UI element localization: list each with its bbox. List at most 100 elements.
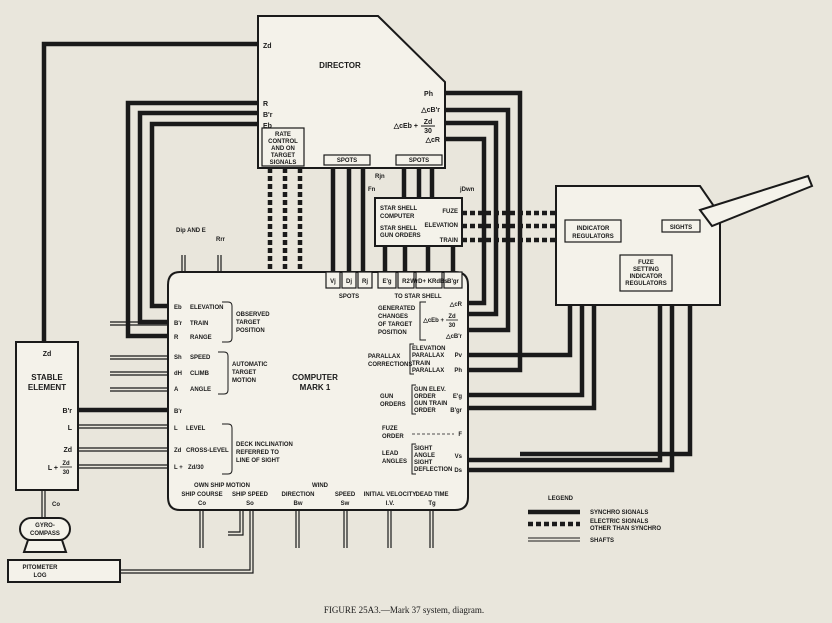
label-computer-f: F [458, 432, 462, 438]
label-director-rate_box-1: CONTROL [268, 139, 298, 145]
label-computer-observed-0: OBSERVED [236, 312, 270, 318]
label-star_shell-title-1: COMPUTER [380, 214, 415, 220]
label-mount-fuze_setting-3: REGULATORS [625, 281, 666, 287]
pitometer-log: PITOMETER LOG [7, 559, 121, 583]
label-star_shell-gun_orders-0: STAR SHELL [380, 226, 418, 232]
label-computer-inputs_top-1: Rrr [216, 237, 226, 243]
label-computer-automatic-1: TARGET [232, 370, 257, 376]
label-computer-automatic-0: AUTOMATIC [232, 362, 268, 368]
director-title: DIRECTOR [319, 61, 361, 70]
label-computer-title-0: COMPUTER [292, 373, 338, 382]
label-computer-observed-1: TARGET [236, 320, 261, 326]
label-star_shell-jdwn: jDwn [459, 187, 475, 193]
label-computer-motion_rows-2-name: ANGLE [190, 387, 211, 393]
label-computer-parallax_label-0: PARALLAX [368, 354, 400, 360]
label-computer-gun_rows-0: GUN ELEV. [414, 387, 446, 393]
label-computer-gun_rows-3: ORDER [414, 408, 436, 414]
label-computer-spots_label: SPOTS [339, 294, 359, 300]
label-computer-gun_rows-2: GUN TRAIN [414, 401, 447, 407]
shaft-lines [41, 255, 462, 574]
label-mount-fuze_setting-2: INDICATOR [630, 274, 663, 280]
label-star_shell-fn: Fn [368, 187, 376, 193]
label-computer-deck_rows-0-sym: L [174, 426, 178, 432]
label-computer-motion_rows-1-sym: dH [174, 371, 182, 377]
label-computer-deck_rows-1-name: CROSS-LEVEL [186, 448, 229, 454]
label-computer-left_rows-0-name: ELEVATION [190, 305, 223, 311]
label-gyro-0: GYRO- [35, 523, 55, 529]
label-computer-generated-0: GENERATED [378, 306, 416, 312]
label-director-spots_left: SPOTS [337, 158, 357, 164]
label-director-eb: Eb [263, 123, 272, 130]
label-computer-motion_rows-1-name: CLIMB [190, 371, 210, 377]
label-computer-parallax_rows-2: TRAIN [412, 361, 430, 367]
label-computer-motion_rows-0-name: SPEED [190, 355, 211, 361]
label-computer-parallax_rows-3: PARALLAX [412, 368, 444, 374]
label-star_shell-fuze: FUZE [442, 209, 458, 215]
label-gyro-1: COMPASS [30, 531, 60, 537]
label-computer-deck-0: DECK INCLINATION [236, 442, 293, 448]
label-computer-parallax_label-1: CORRECTIONS [368, 362, 412, 368]
label-computer-ss_cells-3: B'gr [447, 279, 459, 285]
star-shell-computer: STAR SHELL COMPUTER STAR SHELL GUN ORDER… [368, 174, 475, 247]
label-mount-fuze_setting-0: FUZE [638, 260, 654, 266]
label-computer-parallax_rows-1: PARALLAX [412, 353, 444, 359]
label-computer-automatic-2: MOTION [232, 378, 256, 384]
label-star_shell-gun_orders-1: GUN ORDERS [380, 233, 421, 239]
label-computer-deck-2: LINE OF SIGHT [236, 458, 280, 464]
label-computer-gen_syms-1: △cEb + [422, 317, 444, 324]
label-computer-wind: WIND [312, 483, 329, 489]
label-computer-bottom-5-sym: Tg [428, 501, 436, 507]
label-computer-lead_rows-3: DEFLECTION [414, 467, 452, 473]
label-computer-pv: Pv [455, 353, 463, 359]
label-computer-bottom-4-sym: I.V. [386, 501, 395, 507]
label-director-rate_box-4: SIGNALS [270, 160, 297, 166]
label-computer-inputs_top-0: Dip AND E [176, 228, 206, 234]
label-computer-ss_cells-0: E'g [382, 279, 391, 285]
label-computer-lead_rows-0: SIGHT [414, 446, 433, 452]
label-computer-bottom-2-top: DIRECTION [282, 492, 315, 498]
label-stable-zd: Zd [43, 351, 52, 358]
label-computer-deck-1: REFERRED TO [236, 450, 279, 456]
label-director-r: R [263, 101, 268, 108]
computer-mark1: COMPUTER MARK 1 Dip AND E Rrr Vj Dj Rj S… [167, 228, 469, 511]
label-mount-fuze_setting-1: SETTING [633, 267, 659, 273]
label-computer-bottom-5-top: DEAD TIME [416, 492, 449, 498]
label-director-zd30_top: Zd [424, 119, 433, 126]
label-pitometer-1: LOG [34, 573, 47, 579]
label-stable-rows-2: Zd [63, 447, 72, 454]
label-director-rate_box-0: RATE [275, 132, 291, 138]
label-mount-indicator-1: REGULATORS [572, 234, 613, 240]
label-computer-ds: Ds [454, 468, 462, 474]
label-computer-own_ship: OWN SHIP MOTION [194, 483, 250, 489]
label-computer-bottom-4-top: INITIAL VELOCITY [364, 492, 417, 498]
label-mount-indicator-0: INDICATOR [577, 226, 610, 232]
label-stable-title-1: ELEMENT [28, 383, 66, 392]
label-computer-fuze_label-0: FUZE [382, 426, 398, 432]
label-computer-left_rows-0-sym: Eb [174, 305, 182, 311]
label-stable-co: Co [52, 502, 60, 508]
label-computer-motion_rows-2-sym: A [174, 387, 179, 393]
label-computer-deck_rows-1-sym: Zd [174, 448, 182, 454]
label-computer-gun_rows-1: ORDER [414, 394, 436, 400]
figure-caption: FIGURE 25A3.—Mark 37 system, diagram. [324, 605, 484, 615]
label-computer-ss_cells-2: WrD+ KRdBs [410, 279, 448, 285]
label-director-rate_box-3: TARGET [271, 153, 296, 159]
label-pitometer-0: PITOMETER [23, 565, 59, 571]
label-stable-rows-1: L [68, 425, 73, 432]
label-star_shell-title-0: STAR SHELL [380, 206, 418, 212]
label-computer-motion_rows-0-sym: Sh [174, 355, 182, 361]
label-computer-title-1: MARK 1 [300, 383, 331, 392]
label-computer-br_sym: B'r [174, 409, 183, 415]
label-mount-sights: SIGHTS [670, 225, 692, 231]
label-stable-rows-0: B'r [63, 408, 73, 415]
label-computer-spots_cells-1: Dj [346, 279, 352, 285]
label-director-spots_right: SPOTS [409, 158, 429, 164]
legend: LEGEND SYNCHRO SIGNALS ELECTRIC SIGNALS … [528, 496, 661, 544]
label-computer-lead_rows-1: ANGLE [414, 453, 435, 459]
label-computer-lead_label-1: ANGLES [382, 459, 407, 465]
label-computer-gun_orders_label-0: GUN [380, 394, 393, 400]
label-computer-to_star_shell: TO STAR SHELL [394, 294, 441, 300]
gun-mount: INDICATOR REGULATORS SIGHTS FUZE SETTING… [555, 174, 814, 306]
label-computer-gun_orders_label-1: ORDERS [380, 402, 406, 408]
